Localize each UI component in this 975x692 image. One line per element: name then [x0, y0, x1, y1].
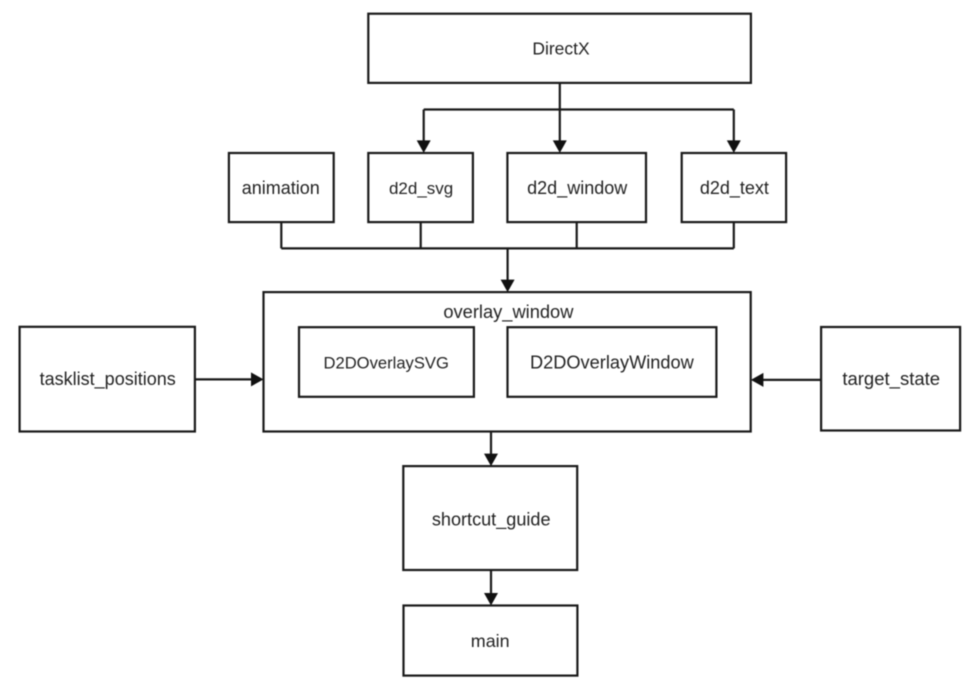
- svg-text:D2DOverlaySVG: D2DOverlaySVG: [323, 353, 448, 372]
- svg-text:d2d_svg: d2d_svg: [389, 179, 453, 198]
- svg-text:animation: animation: [242, 178, 320, 198]
- svg-text:d2d_window: d2d_window: [527, 178, 628, 199]
- svg-text:tasklist_positions: tasklist_positions: [40, 369, 176, 390]
- svg-text:DirectX: DirectX: [532, 39, 590, 59]
- svg-text:shortcut_guide: shortcut_guide: [432, 510, 551, 531]
- svg-text:D2DOverlayWindow: D2DOverlayWindow: [530, 352, 695, 372]
- svg-text:d2d_text: d2d_text: [700, 178, 769, 199]
- svg-text:target_state: target_state: [842, 368, 940, 390]
- svg-text:main: main: [471, 631, 510, 651]
- svg-text:overlay_window: overlay_window: [443, 301, 574, 323]
